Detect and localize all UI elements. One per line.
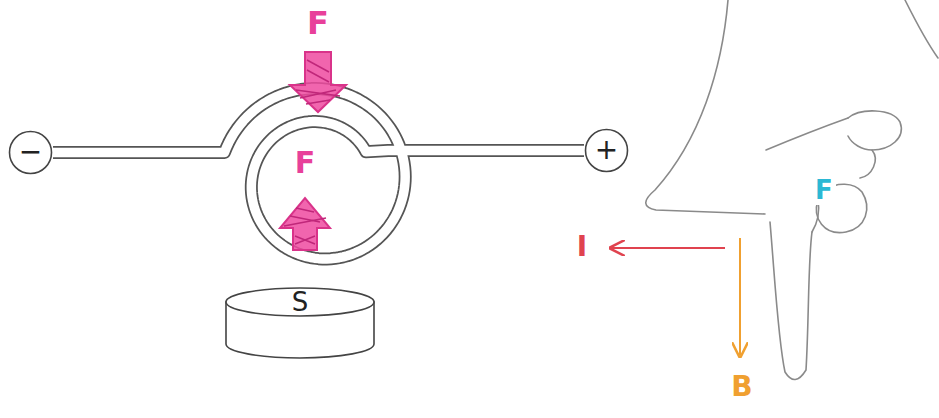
terminal-sign: − [19, 137, 42, 168]
force-label: F [304, 6, 332, 41]
wire [53, 89, 584, 259]
magnet: S [224, 286, 376, 360]
field-label: B [728, 372, 755, 403]
current-label: I [574, 232, 590, 263]
force-arrow-bottom [280, 198, 330, 250]
terminal-sign: + [595, 135, 618, 166]
magnet-body [226, 288, 374, 358]
terminal-circle: − [8, 130, 53, 175]
current-arrow [612, 248, 725, 249]
force-arrow-top [290, 52, 346, 112]
terminal-circle: + [584, 128, 629, 173]
field-arrow [740, 238, 741, 355]
wire-outline [53, 89, 584, 259]
force-label: F [812, 176, 836, 205]
force-label: F [292, 146, 319, 179]
hand-outline [646, 0, 938, 380]
terminal-ring [586, 130, 628, 172]
pole-label: S [292, 288, 309, 317]
wire-core [53, 89, 584, 259]
terminal-ring [10, 132, 52, 174]
